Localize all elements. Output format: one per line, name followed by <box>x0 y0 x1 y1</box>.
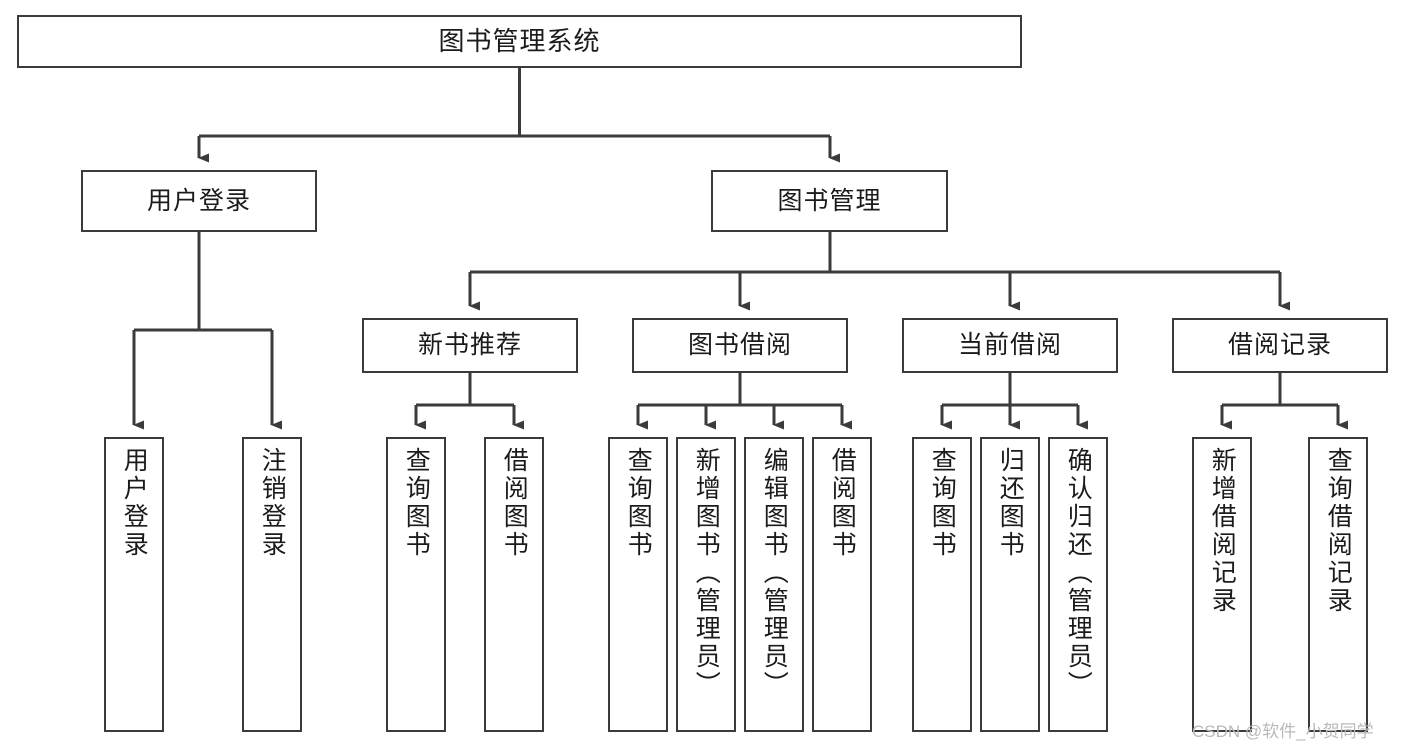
node-leaf-user-logout[interactable]: 注销登录 <box>242 437 302 732</box>
node-leaf-query-book-2[interactable]: 查询图书 <box>608 437 668 732</box>
node-leaf-query-book-3[interactable]: 查询图书 <box>912 437 972 732</box>
csdn-watermark: CSDN @软件_小贺同学 <box>1192 722 1374 741</box>
node-leaf-query-book-3-label: 查询图书 <box>928 447 957 559</box>
node-book-borrow[interactable]: 图书借阅 <box>632 318 848 373</box>
node-leaf-query-record[interactable]: 查询借阅记录 <box>1308 437 1368 732</box>
node-leaf-user-logout-label: 注销登录 <box>258 447 287 559</box>
node-borrow-record-label: 借阅记录 <box>1227 331 1332 360</box>
node-root-label: 图书管理系统 <box>438 25 601 56</box>
node-user-login[interactable]: 用户登录 <box>81 170 317 232</box>
node-book-manage-label: 图书管理 <box>777 186 882 215</box>
node-new-book-rec[interactable]: 新书推荐 <box>362 318 578 373</box>
node-leaf-add-record[interactable]: 新增借阅记录 <box>1192 437 1252 732</box>
node-leaf-borrow-book-1[interactable]: 借阅图书 <box>484 437 544 732</box>
node-leaf-borrow-book-2-label: 借阅图书 <box>828 447 857 559</box>
node-new-book-rec-label: 新书推荐 <box>417 331 522 360</box>
node-leaf-query-record-label: 查询借阅记录 <box>1324 447 1353 615</box>
node-leaf-user-login-label: 用户登录 <box>120 447 149 559</box>
node-current-borrow[interactable]: 当前借阅 <box>902 318 1118 373</box>
node-book-manage[interactable]: 图书管理 <box>711 170 948 232</box>
node-leaf-add-book[interactable]: 新增图书（管理员） <box>676 437 736 732</box>
node-leaf-return-book-label: 归还图书 <box>996 447 1025 559</box>
node-borrow-record[interactable]: 借阅记录 <box>1172 318 1388 373</box>
node-root[interactable]: 图书管理系统 <box>17 15 1022 68</box>
node-leaf-user-login[interactable]: 用户登录 <box>104 437 164 732</box>
node-leaf-query-book-1-label: 查询图书 <box>402 447 431 559</box>
node-book-borrow-label: 图书借阅 <box>687 331 792 360</box>
node-leaf-borrow-book-1-label: 借阅图书 <box>500 447 529 559</box>
node-leaf-return-book[interactable]: 归还图书 <box>980 437 1040 732</box>
node-leaf-edit-book[interactable]: 编辑图书（管理员） <box>744 437 804 732</box>
node-user-login-label: 用户登录 <box>146 186 251 215</box>
node-current-borrow-label: 当前借阅 <box>957 331 1062 360</box>
node-leaf-add-book-label: 新增图书（管理员） <box>692 447 721 699</box>
node-leaf-confirm-return[interactable]: 确认归还（管理员） <box>1048 437 1108 732</box>
node-leaf-edit-book-label: 编辑图书（管理员） <box>760 447 789 699</box>
node-leaf-borrow-book-2[interactable]: 借阅图书 <box>812 437 872 732</box>
node-leaf-confirm-return-label: 确认归还（管理员） <box>1064 447 1093 699</box>
node-leaf-query-book-1[interactable]: 查询图书 <box>386 437 446 732</box>
node-leaf-query-book-2-label: 查询图书 <box>624 447 653 559</box>
node-leaf-add-record-label: 新增借阅记录 <box>1208 447 1237 615</box>
